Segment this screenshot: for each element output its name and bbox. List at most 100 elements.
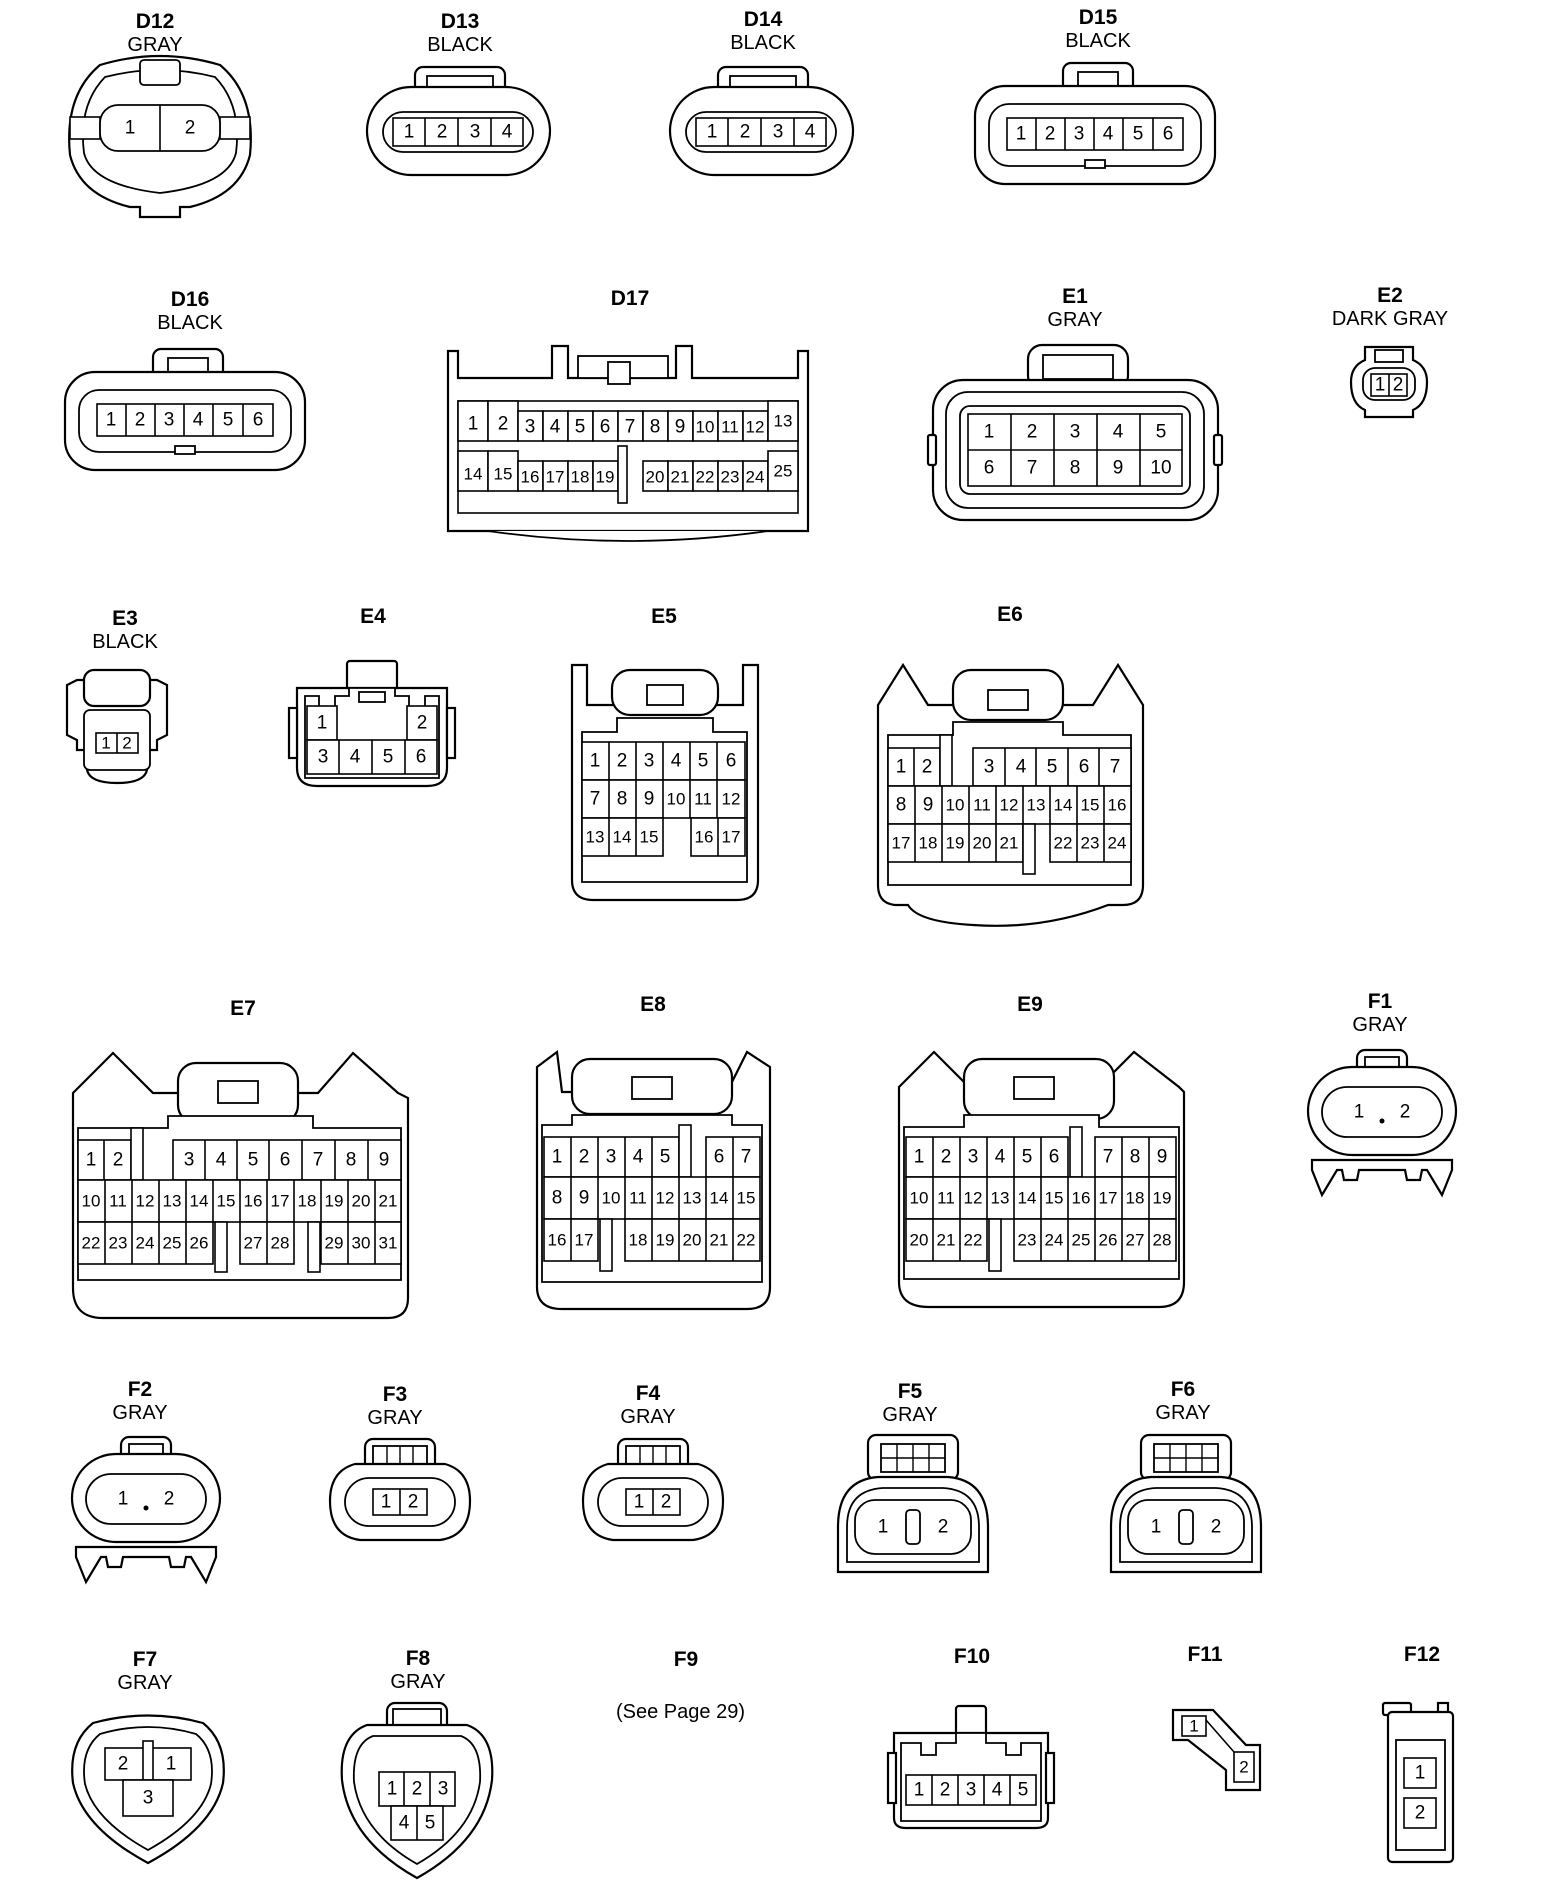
connector-e9-label: E9 xyxy=(980,993,1080,1017)
pin: 2 xyxy=(938,1517,949,1538)
pin: 13 xyxy=(163,1192,182,1211)
pin: 22 xyxy=(82,1234,101,1253)
pin: 14 xyxy=(710,1189,729,1208)
pin: 5 xyxy=(1133,124,1144,145)
connector-e6-label: E6 xyxy=(960,603,1060,627)
pin: 9 xyxy=(1157,1147,1168,1168)
pin: 14 xyxy=(464,465,483,484)
pin: 2 xyxy=(113,1150,124,1171)
connector-f6-label: F6 GRAY xyxy=(1133,1378,1233,1424)
connector-f11: 1 2 xyxy=(1171,1708,1262,1792)
pin: 1 xyxy=(317,713,328,734)
pin: 11 xyxy=(109,1192,127,1211)
pin: 16 xyxy=(1072,1189,1091,1208)
connector-id: E5 xyxy=(651,605,677,628)
pin: 1 xyxy=(914,1147,925,1168)
pin-row-2: 10 11 12 13 14 15 16 17 18 19 20 21 xyxy=(77,1179,402,1223)
connector-f7: 2 1 3 xyxy=(71,1714,225,1865)
pin: 1 xyxy=(878,1517,889,1538)
pin: 27 xyxy=(1126,1231,1145,1250)
pin: 5 xyxy=(248,1150,259,1171)
pin: 28 xyxy=(271,1234,290,1253)
pin: 2 xyxy=(1400,1102,1411,1123)
pin: 9 xyxy=(644,789,655,810)
pin: 2 xyxy=(661,1492,672,1513)
connector-d15: 1 2 3 4 5 6 xyxy=(973,61,1217,186)
pin: 11 xyxy=(973,796,991,815)
connector-id: D16 xyxy=(170,288,210,311)
connector-e7-label: E7 xyxy=(193,997,293,1021)
pin: 10 xyxy=(696,418,715,437)
pin: 11 xyxy=(937,1189,955,1208)
connector-color: GRAY xyxy=(882,1404,938,1426)
pin: 6 xyxy=(1079,757,1090,778)
pin: 1 xyxy=(707,122,718,143)
pin: 10 xyxy=(82,1192,101,1211)
pin: 7 xyxy=(1110,757,1121,778)
pin: 2 xyxy=(940,1780,951,1801)
pin: 1 xyxy=(387,1779,398,1800)
pin-row-3: 16 17 18 19 20 21 22 xyxy=(543,1218,761,1272)
pin: 10 xyxy=(602,1189,621,1208)
pin: 25 xyxy=(774,462,793,481)
connector-f4-label: F4 GRAY xyxy=(598,1382,698,1428)
pin: 6 xyxy=(714,1147,725,1168)
pin: 24 xyxy=(136,1234,155,1253)
pin-row-1: 1 2 3 4 5 6 7 8 9 10 11 12 13 xyxy=(457,400,799,442)
pin: 20 xyxy=(646,468,665,487)
pin: 2 xyxy=(408,1492,419,1513)
pin: 18 xyxy=(629,1231,648,1250)
pin: 4 xyxy=(671,751,682,772)
connector-id: F3 xyxy=(382,1383,408,1406)
pin: 10 xyxy=(667,790,686,809)
pin: 1 xyxy=(381,1492,392,1513)
pin: 1 xyxy=(896,757,907,778)
pin-row-2: 8 9 10 11 12 13 14 15 16 xyxy=(887,785,1132,825)
connector-f3-label: F3 GRAY xyxy=(345,1383,445,1429)
connector-f2: 1 2 xyxy=(70,1435,222,1585)
connector-d16-label: D16 BLACK xyxy=(140,288,240,334)
connector-id: F8 xyxy=(405,1647,431,1670)
pin: 22 xyxy=(1054,834,1073,853)
connector-color: BLACK xyxy=(1065,30,1131,52)
pin: 29 xyxy=(325,1234,344,1253)
connector-d17-label: D17 xyxy=(580,287,680,311)
pin: 4 xyxy=(216,1150,227,1171)
connector-color: GRAY xyxy=(620,1406,676,1428)
connector-id: F6 xyxy=(1170,1378,1196,1401)
connector-id: E6 xyxy=(997,603,1023,626)
pin: 4 xyxy=(1016,757,1027,778)
connector-color: GRAY xyxy=(367,1407,423,1429)
connector-color: BLACK xyxy=(427,34,493,56)
pin: 7 xyxy=(313,1150,324,1171)
pin: 1 xyxy=(106,410,117,431)
connector-e7: 1 2 3 4 5 6 7 8 9 10 11 12 13 14 15 16 1… xyxy=(71,1051,410,1320)
pin: 30 xyxy=(352,1234,371,1253)
connector-id: E1 xyxy=(1062,285,1088,308)
pin: 3 xyxy=(318,747,329,768)
pin: 11 xyxy=(721,418,739,437)
pin: 5 xyxy=(660,1147,671,1168)
pin: 20 xyxy=(910,1231,929,1250)
pin: 4 xyxy=(502,122,513,143)
pin: 1 xyxy=(118,1489,129,1510)
pin: 7 xyxy=(625,417,636,438)
pin: 6 xyxy=(600,417,611,438)
pin: 11 xyxy=(694,790,712,809)
connector-f9-label: F9 xyxy=(636,1648,736,1672)
connector-e2: 1 2 xyxy=(1349,345,1429,419)
connector-e4: 1 2 3 4 5 6 xyxy=(287,659,457,788)
connector-e1: 1 2 3 4 5 6 7 8 9 10 xyxy=(926,343,1224,522)
pin: 18 xyxy=(571,468,590,487)
connector-id: F1 xyxy=(1367,990,1393,1013)
connector-f11-label: F11 xyxy=(1155,1643,1255,1667)
pin: 1 xyxy=(552,1147,563,1168)
pin: 3 xyxy=(984,757,995,778)
pin: 19 xyxy=(325,1192,344,1211)
pin: 4 xyxy=(805,122,816,143)
pin: 23 xyxy=(109,1234,128,1253)
pin: 1 xyxy=(125,118,136,139)
pin: 12 xyxy=(1000,796,1019,815)
pin: 1 xyxy=(984,422,995,443)
pin: 2 xyxy=(417,713,428,734)
